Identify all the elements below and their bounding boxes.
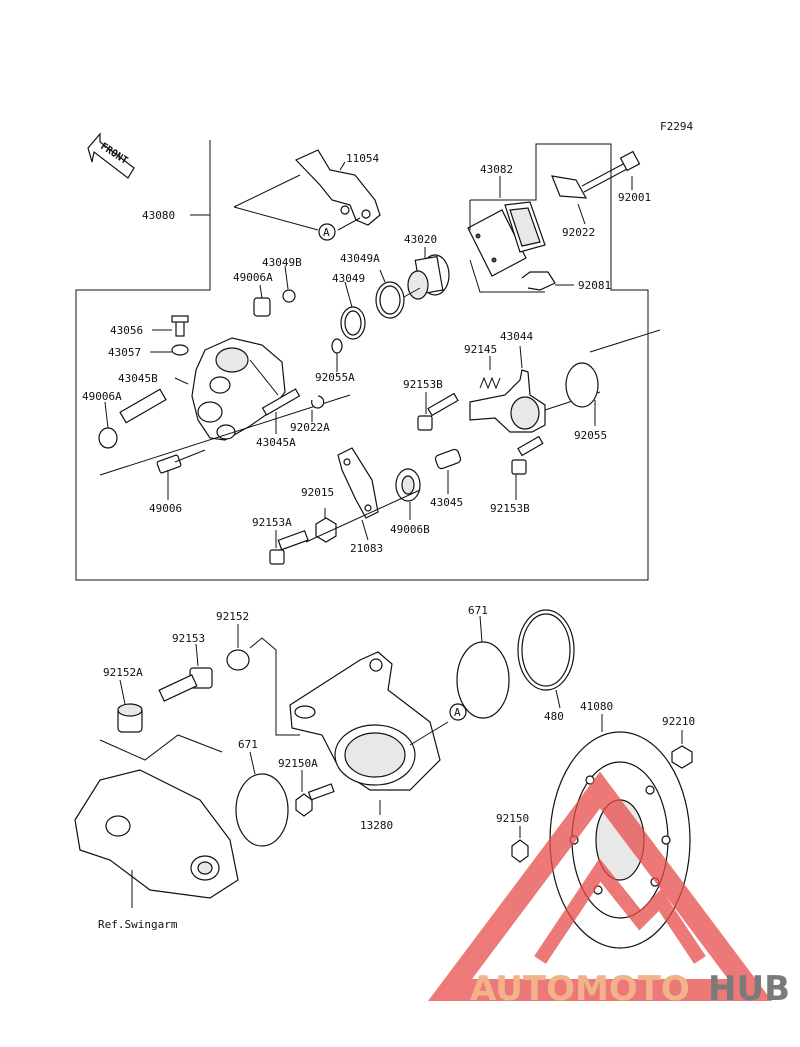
bolt-92150a: [295, 783, 335, 817]
label-92153[interactable]: 92153: [172, 632, 205, 645]
label-92153a[interactable]: 92153A: [252, 516, 292, 529]
label-49006[interactable]: 49006: [149, 502, 182, 515]
oring-92055: [565, 362, 599, 408]
bearing-49006b: [395, 468, 421, 502]
bolt-49006: [156, 449, 206, 474]
callout-a-top: [318, 223, 336, 241]
holder-43044: [469, 369, 546, 433]
callout-a-label: A: [323, 226, 330, 239]
label-92081[interactable]: 92081: [578, 279, 611, 292]
callout-a-label-bottom: A: [454, 706, 461, 719]
label-41080[interactable]: 41080: [580, 700, 613, 713]
label-671-top[interactable]: 671: [468, 604, 488, 617]
bleeder-valve-43056: [171, 315, 189, 337]
oring-671-top: [456, 641, 510, 719]
nut-92210: [671, 745, 693, 769]
label-43045a[interactable]: 43045A: [256, 436, 296, 449]
collar-92152a: [117, 703, 143, 733]
label-43049a[interactable]: 43049A: [340, 252, 380, 265]
pad-pin-92001: [551, 150, 641, 199]
bolt-92150: [511, 839, 529, 863]
figure-code: F2294: [660, 120, 693, 133]
label-43045b[interactable]: 43045B: [118, 372, 158, 385]
bushing-49006a-top: [253, 297, 271, 317]
label-92055[interactable]: 92055: [574, 429, 607, 442]
callout-a-bottom: [449, 703, 467, 721]
bolt-92153: [158, 667, 213, 702]
label-480[interactable]: 480: [544, 710, 564, 723]
bleeder-cap-43057: [171, 344, 189, 356]
label-92022[interactable]: 92022: [562, 226, 595, 239]
clip-92022a: [311, 395, 325, 409]
label-92001[interactable]: 92001: [618, 191, 651, 204]
caliper-bracket-11054: [294, 149, 381, 226]
brake-pads-43082: [467, 201, 546, 277]
oring-671-left: [235, 773, 289, 847]
pad-spring-92081: [521, 271, 556, 291]
swingarm-ref: [74, 769, 239, 899]
pin-43045: [434, 448, 462, 470]
label-92210[interactable]: 92210: [662, 715, 695, 728]
washer-43049b: [282, 289, 296, 303]
bolt-92153b-a: [417, 392, 459, 431]
label-92152a[interactable]: 92152A: [103, 666, 143, 679]
bushing-49006a-left: [98, 427, 118, 449]
label-43049[interactable]: 43049: [332, 272, 365, 285]
label-92152[interactable]: 92152: [216, 610, 249, 623]
label-92153b-a[interactable]: 92153B: [403, 378, 443, 391]
sleeve-92152: [226, 649, 250, 671]
label-49006b[interactable]: 49006B: [390, 523, 430, 536]
label-43082[interactable]: 43082: [480, 163, 513, 176]
slide-pin-43045b: [119, 388, 167, 424]
label-49006a-top[interactable]: 49006A: [233, 271, 273, 284]
watermark-text-automoto: AUTOMOTO: [470, 969, 690, 1009]
watermark-logo: [428, 771, 772, 1001]
label-49006a-left[interactable]: 49006A: [82, 390, 122, 403]
label-92153b-b[interactable]: 92153B: [490, 502, 530, 515]
label-92015[interactable]: 92015: [301, 486, 334, 499]
caliper-body: [191, 337, 286, 441]
label-43080[interactable]: 43080: [142, 209, 175, 222]
label-92150a[interactable]: 92150A: [278, 757, 318, 770]
label-21083[interactable]: 21083: [350, 542, 383, 555]
label-671-left[interactable]: 671: [238, 738, 258, 751]
nut-92015: [315, 517, 337, 543]
bracket-21083: [337, 447, 379, 519]
label-43020[interactable]: 43020: [404, 233, 437, 246]
caliper-bracket-13280: [289, 651, 441, 791]
label-13280[interactable]: 13280: [360, 819, 393, 832]
label-11054[interactable]: 11054: [346, 152, 379, 165]
label-43056[interactable]: 43056: [110, 324, 143, 337]
oring-92055a: [331, 338, 343, 354]
caliper-assembly-box: [75, 140, 649, 581]
label-92145[interactable]: 92145: [464, 343, 497, 356]
label-43049b[interactable]: 43049B: [262, 256, 302, 269]
label-92150[interactable]: 92150: [496, 812, 529, 825]
bolt-92153a: [269, 529, 309, 565]
label-43045[interactable]: 43045: [430, 496, 463, 509]
label-43057[interactable]: 43057: [108, 346, 141, 359]
spring-92145: [479, 376, 501, 390]
ref-swingarm-note: Ref.Swingarm: [98, 918, 178, 931]
label-43044[interactable]: 43044: [500, 330, 533, 343]
pin-43045a: [261, 388, 301, 416]
front-arrow-icon: FRONT: [87, 132, 135, 179]
label-92022a[interactable]: 92022A: [290, 421, 330, 434]
piston-43020: [394, 254, 450, 303]
bolt-92153b-b: [511, 435, 544, 475]
watermark-text-hub: HUB: [708, 969, 790, 1009]
label-92055a[interactable]: 92055A: [315, 371, 355, 384]
